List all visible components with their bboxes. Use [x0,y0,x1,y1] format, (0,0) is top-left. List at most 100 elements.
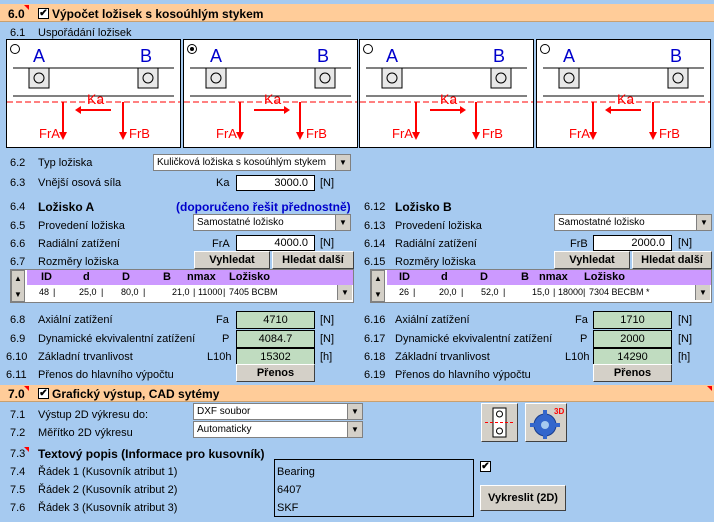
scale-2d-select[interactable]: Automaticky▼ [193,421,363,438]
arrangement-radio[interactable] [540,44,550,54]
bearing-a-table[interactable]: ▲ ▼ ID d D B nmax Ložisko 48 | 25,0 | 80… [10,269,354,303]
table-scrollbar[interactable]: ▲ ▼ [11,270,25,302]
design-a-select[interactable]: Samostatné ložisko▼ [193,214,351,231]
row-number: 6.8 [10,314,26,326]
scroll-up-icon[interactable]: ▲ [14,274,22,283]
section-6-0-checkbox[interactable]: ✔ [38,8,49,19]
bearing-2d-icon[interactable] [481,403,518,442]
column-header: D [122,271,130,283]
unit: [h] [320,351,333,363]
find-b-button[interactable]: Vyhledat [554,251,630,269]
section-7-0-checkbox[interactable]: ✔ [38,388,49,399]
table-header: ID d D B nmax Ložisko [387,270,711,285]
bom-text-box[interactable]: Bearing 6407 SKF [274,459,474,517]
axial-load-b-value: 1710 [593,311,672,329]
table-dropdown[interactable]: ▼ [695,285,711,302]
bom-row3-value[interactable]: SKF [277,502,299,514]
dimensions-b-label: Rozměry ložiska [395,256,476,268]
arrangement-radio[interactable] [10,44,20,54]
bearing-b-table[interactable]: ▲ ▼ ID d D B nmax Ložisko 26 | 20,0 | 52… [370,269,712,303]
column-header: B [163,271,171,283]
radial-force-b-label: FrB [482,126,503,141]
scroll-down-icon[interactable]: ▼ [374,290,382,299]
bearing-b-letter: B [670,46,682,66]
scroll-down-icon[interactable]: ▼ [14,290,22,299]
life-a-symbol: L10h [207,351,232,363]
column-header: d [441,271,448,283]
axial-load-b-label: Axiální zatížení [395,314,470,326]
transfer-a-button[interactable]: Přenos [236,364,315,382]
axial-force-label: Vnější osová síla [38,177,122,189]
bearing-type-select[interactable]: Kuličková ložiska s kosoúhlým stykem▼ [153,154,351,171]
row-number: 6.14 [364,238,386,250]
column-header: ID [41,271,52,283]
table-cell: 25,0 [79,287,97,297]
equivalent-load-b-label: Dynamické ekvivalentní zatížení [395,333,553,345]
cell-separator: | [413,287,416,297]
find-a-button[interactable]: Vyhledat [194,251,270,269]
unit: [N] [320,314,335,326]
table-cell: 21,0 [172,287,190,297]
table-row[interactable]: 48 | 25,0 | 80,0 | 21,0 | 11000 | 7405 B… [27,286,353,300]
radial-force-a-label: FrA [39,126,60,141]
scroll-up-icon[interactable]: ▲ [374,274,382,283]
cell-separator: | [143,287,146,297]
gear-3d-icon[interactable]: 3D [525,403,567,442]
radial-force-b-label: FrB [306,126,327,141]
row-number: 6.18 [364,351,386,363]
cell-separator: | [553,287,556,297]
radial-load-b-input[interactable]: 2000.0 [593,235,672,251]
section-7-0-header: 7.0 ✔ Grafický výstup, CAD sytémy [0,385,714,402]
bearing-a-letter: A [210,46,222,66]
chevron-down-icon[interactable]: ▼ [347,404,362,419]
bom-row2-value[interactable]: 6407 [277,484,302,496]
find-next-a-button[interactable]: Hledat další [272,251,354,269]
bearing-a-note: (doporučeno řešit přednostně) [176,200,351,214]
arrangement-radio[interactable] [363,44,373,54]
row-number: 6.12 [364,201,386,213]
bom-checkbox[interactable]: ✔ [480,461,491,472]
table-scrollbar[interactable]: ▲ ▼ [371,270,385,302]
arrangement-radio[interactable] [187,44,197,54]
row-number: 6.19 [364,369,386,381]
bearing-b-letter: B [493,46,505,66]
bom-row2-label: Řádek 2 (Kusovník atribut 2) [38,484,178,496]
chevron-down-icon[interactable]: ▼ [337,285,352,300]
chevron-down-icon[interactable]: ▼ [347,422,362,437]
axial-force-label: Ka [87,91,104,107]
column-header: nmax [539,271,568,283]
table-row[interactable]: 26 | 20,0 | 52,0 | 15,0 | 18000 | 7304 B… [387,286,711,300]
row-number: 6.13 [364,220,386,232]
radial-load-a-input[interactable]: 4000.0 [236,235,315,251]
draw-2d-button[interactable]: Vykreslit (2D) [480,485,566,511]
comment-marker [24,447,29,452]
transfer-b-button[interactable]: Přenos [593,364,672,382]
chevron-down-icon[interactable]: ▼ [335,215,350,230]
section-number: 6.0 [8,7,25,21]
find-next-b-button[interactable]: Hledat další [632,251,712,269]
table-cell: 52,0 [481,287,499,297]
chevron-down-icon[interactable]: ▼ [696,215,711,230]
table-cell: 7405 BCBM [229,287,278,297]
axial-force-label: Ka [440,91,457,107]
table-dropdown[interactable]: ▼ [337,285,353,302]
design-b-select[interactable]: Samostatné ložisko▼ [554,214,712,231]
bom-row1-value[interactable]: Bearing [277,466,315,478]
radial-force-a-label: FrA [392,126,413,141]
table-cell: 18000 [558,287,584,297]
life-b-symbol: L10h [565,351,590,363]
output-2d-select[interactable]: DXF soubor▼ [193,403,363,420]
row-number: 6.10 [6,351,28,363]
row-number: 6.5 [10,220,26,232]
chevron-down-icon[interactable]: ▼ [695,285,710,300]
life-b-value: 14290 [593,348,672,366]
chevron-down-icon[interactable]: ▼ [335,155,350,170]
transfer-b-label: Přenos do hlavního výpočtu [395,369,531,381]
axial-force-label: Ka [617,91,634,107]
bearing-a-title: Ložisko A [38,200,95,214]
axial-force-input[interactable]: 3000.0 [236,175,315,191]
